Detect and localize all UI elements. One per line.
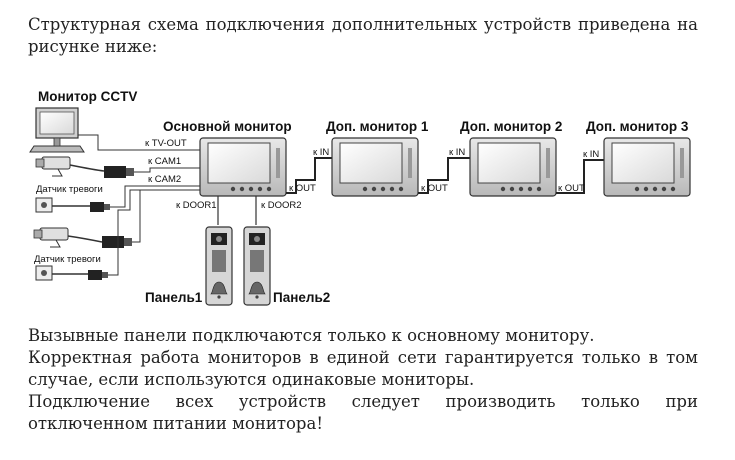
port-in-3-label: к IN — [583, 149, 599, 160]
note-identical-monitors: Корректная работа мониторов в единой сет… — [28, 348, 698, 389]
alarm-sensor-1-label: Датчик тревоги — [36, 184, 103, 195]
extra-monitor-2 — [469, 137, 557, 197]
port-out-2-label: к OUT — [558, 183, 585, 194]
extra-monitor-1-label: Доп. монитор 1 — [326, 119, 429, 134]
notes-block: Вызывные панели подключаются только к ос… — [28, 325, 698, 435]
call-panel-1 — [205, 226, 233, 306]
cctv-monitor — [29, 107, 85, 153]
port-tv-out-label: к TV-OUT — [145, 138, 187, 149]
cctv-monitor-label: Монитор CCTV — [38, 89, 137, 104]
port-in-1-label: к IN — [313, 147, 329, 158]
intro-text: Структурная схема подключения дополнител… — [28, 15, 698, 56]
note-power-off: Подключение всех устройств следует произ… — [28, 392, 698, 433]
port-door2-label: к DOOR2 — [261, 200, 302, 211]
extra-monitor-1 — [331, 137, 419, 197]
port-cam1-label: к CAM1 — [148, 156, 181, 167]
extra-monitor-3-label: Доп. монитор 3 — [586, 119, 689, 134]
note-panels: Вызывные панели подключаются только к ос… — [28, 326, 595, 345]
alarm-sensor-2-icon — [35, 265, 108, 281]
call-panel-2 — [243, 226, 271, 306]
main-monitor-label: Основной монитор — [163, 119, 292, 134]
camera-2-icon — [33, 227, 132, 248]
port-door1-label: к DOOR1 — [176, 200, 217, 211]
extra-monitor-3 — [603, 137, 691, 197]
extra-monitor-2-label: Доп. монитор 2 — [460, 119, 562, 134]
panel-1-label: Панель1 — [145, 290, 203, 305]
alarm-sensor-1-icon — [35, 197, 110, 213]
panel-2-label: Панель2 — [273, 290, 330, 305]
alarm-sensor-2-label: Датчик тревоги — [34, 254, 101, 265]
port-in-2-label: к IN — [449, 147, 465, 158]
port-cam2-label: к CAM2 — [148, 174, 181, 185]
port-out-main-label: к OUT — [289, 183, 316, 194]
camera-1-icon — [35, 156, 134, 178]
port-out-1-label: к OUT — [421, 183, 448, 194]
main-monitor — [199, 137, 287, 197]
